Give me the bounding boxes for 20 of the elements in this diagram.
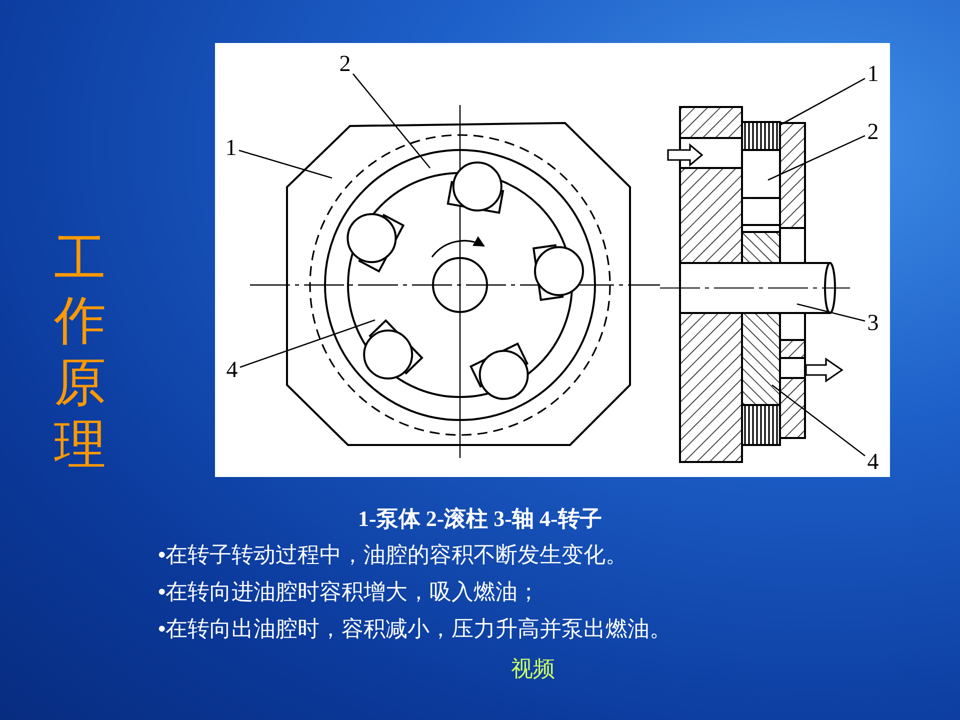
callout-number: 4	[866, 450, 880, 474]
leader-line	[352, 73, 430, 168]
callout-number: 2	[338, 52, 352, 76]
slide-title: 工作原理	[53, 228, 107, 476]
callout-number: 3	[866, 311, 880, 335]
legend-text: 1-泵体 2-滚柱 3-轴 4-转子	[358, 505, 602, 533]
video-link: 视频	[511, 655, 555, 683]
callout-number: 4	[225, 358, 239, 382]
callout-number: 1	[224, 136, 238, 160]
leader-line	[768, 135, 866, 181]
bullet-text: •在转向出油腔时，容积减小，压力升高并泵出燃油。	[158, 615, 672, 643]
callout-number: 1	[866, 62, 880, 86]
bullet-text: •在转子转动过程中，油腔的容积不断发生变化。	[158, 541, 628, 569]
leader-line	[240, 319, 376, 368]
leader-line	[780, 78, 866, 126]
leader-line	[772, 384, 866, 456]
bullet-text: •在转向进油腔时容积增大，吸入燃油；	[158, 578, 540, 606]
leader-line	[238, 150, 332, 179]
callout-number: 2	[866, 120, 880, 144]
leader-line	[796, 303, 866, 322]
